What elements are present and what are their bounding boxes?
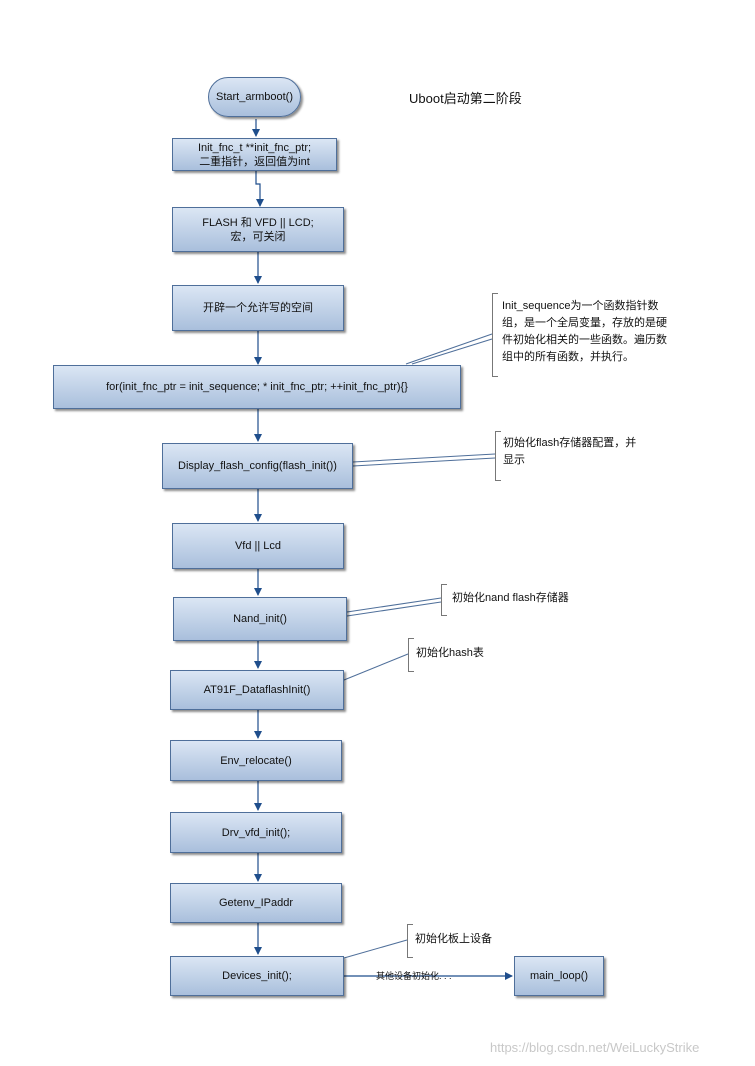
step-alloc-space: 开辟一个允许写的空间	[172, 285, 344, 331]
callout-line-1b	[411, 338, 493, 365]
note-nand-flash: 初始化nand flash存储器	[452, 592, 569, 604]
diagram-title: Uboot启动第二阶段	[409, 91, 522, 106]
step-init-fnc-ptr: Init_fnc_t **init_fnc_ptr; 二重指针，返回值为int	[172, 138, 337, 171]
step-flash-vfd-lcd: FLASH 和 VFD || LCD; 宏，可关闭	[172, 207, 344, 252]
callout-line-1	[405, 333, 493, 365]
step-nand-init: Nand_init()	[173, 597, 347, 641]
note-bracket	[492, 293, 498, 377]
note-bracket	[407, 924, 413, 958]
callout-line-5	[343, 939, 408, 959]
callout-line-2b	[352, 457, 496, 467]
step-display-flash-config: Display_flash_config(flash_init())	[162, 443, 353, 489]
callout-line-2	[352, 453, 496, 463]
start-node: Start_armboot()	[208, 77, 301, 117]
note-bracket	[495, 431, 501, 481]
watermark: https://blog.csdn.net/WeiLuckyStrike	[490, 1040, 700, 1055]
note-init-sequence: Init_sequence为一个函数指针数 组，是一个全局变量，存放的是硬 件初…	[502, 300, 667, 363]
step-env-relocate: Env_relocate()	[170, 740, 342, 781]
callout-line-3b	[346, 601, 442, 617]
other-init-label: 其他设备初始化. . .	[376, 971, 452, 981]
note-bracket	[408, 638, 414, 672]
step-vfd-lcd: Vfd || Lcd	[172, 523, 344, 569]
note-bracket	[441, 584, 447, 616]
arrow-step1-to-step2	[255, 171, 264, 207]
main-loop-node: main_loop()	[514, 956, 604, 996]
step-devices-init: Devices_init();	[170, 956, 344, 996]
note-hash-table: 初始化hash表	[416, 647, 484, 659]
note-flash-config: 初始化flash存储器配置，并 显示	[503, 437, 637, 466]
note-board-devices: 初始化板上设备	[415, 933, 492, 945]
step-dataflash-init: AT91F_DataflashInit()	[170, 670, 344, 710]
callout-line-3	[346, 597, 442, 613]
step-init-sequence-loop: for(init_fnc_ptr = init_sequence; * init…	[53, 365, 461, 409]
callout-line-4	[343, 653, 409, 681]
step-drv-vfd-init: Drv_vfd_init();	[170, 812, 342, 853]
step-getenv-ipaddr: Getenv_IPaddr	[170, 883, 342, 923]
